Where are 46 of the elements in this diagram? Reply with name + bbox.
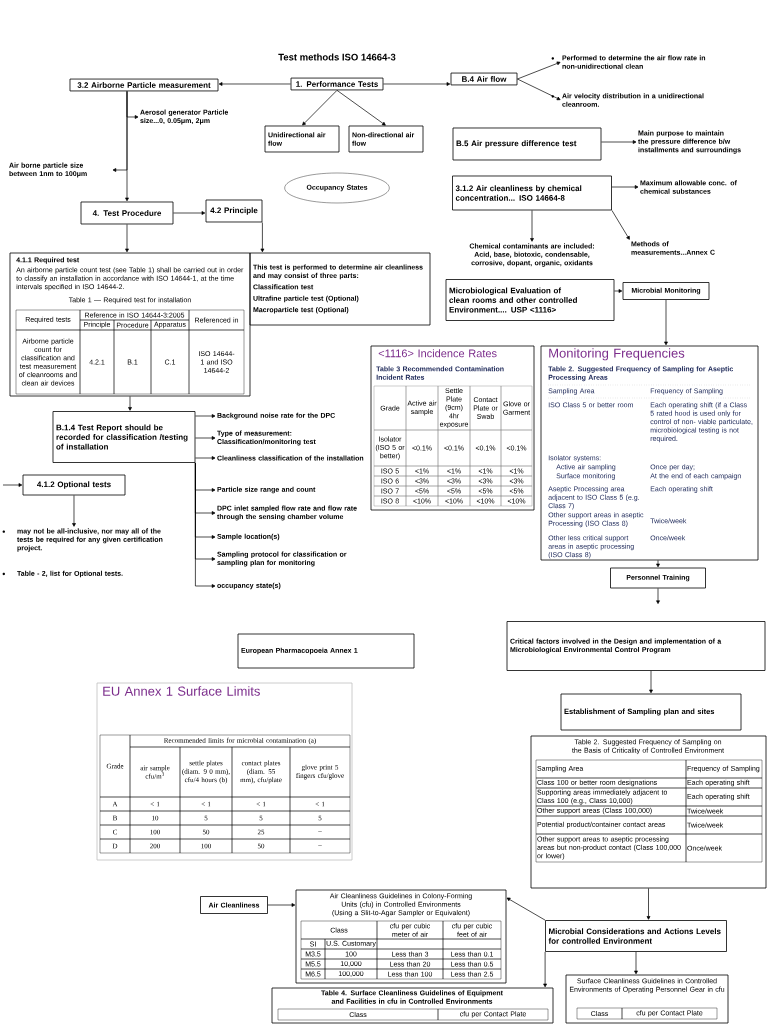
arrow xyxy=(664,299,668,346)
arrow xyxy=(649,670,653,694)
arrow xyxy=(517,61,561,80)
arrow xyxy=(128,396,132,411)
arrow xyxy=(302,90,338,126)
arrow xyxy=(267,903,296,907)
arrow xyxy=(2,483,23,487)
process-box: 4.1.2 Optional tests xyxy=(22,474,126,496)
process-box: 3.2 Airborne Particle measurement xyxy=(69,78,219,92)
arrow xyxy=(506,897,546,921)
slide-title: EU Annex 1 Surface Limits xyxy=(103,686,260,696)
process-box: 4. Test Procedure xyxy=(80,201,174,225)
slide-title: <1116> Incidence Rates xyxy=(378,349,497,358)
arrow xyxy=(72,495,76,527)
process-box: 4.2 Principle xyxy=(205,199,263,223)
arrow xyxy=(611,185,639,189)
arrow xyxy=(656,560,660,568)
arrow xyxy=(611,210,630,240)
process-box: Microbiological Evaluation of clean rooms and other controlled Environment.... USP <1116> xyxy=(445,279,615,321)
arrow xyxy=(260,222,265,253)
arrow xyxy=(195,414,216,418)
process-box: Microbial Considerations and Actions Levels for controlled Environment xyxy=(545,920,727,952)
arrow xyxy=(383,82,451,86)
process-box: B.1.4 Test Report should be recorded for classification /testing of installation xyxy=(52,411,196,463)
arrow xyxy=(195,436,216,440)
process-box: 1. Performance Tests xyxy=(290,77,384,91)
arrow xyxy=(634,951,638,975)
arrow xyxy=(218,82,291,86)
arrow xyxy=(656,588,660,604)
process-box: B.5 Air pressure difference test xyxy=(452,127,602,161)
arrow xyxy=(530,210,534,242)
arrow xyxy=(646,888,651,920)
arrow xyxy=(614,289,623,293)
slide-title: Monitoring Frequencies xyxy=(549,348,685,361)
process-box: B.4 Air flow xyxy=(450,72,518,86)
diagram-title: Test methods ISO 14664-3 xyxy=(278,53,396,61)
arrow xyxy=(336,90,386,126)
arrow xyxy=(601,140,637,144)
arrow xyxy=(173,211,206,215)
arrow xyxy=(125,224,129,253)
arrow xyxy=(125,91,129,202)
arrow xyxy=(195,462,216,588)
arrow xyxy=(543,951,547,988)
process-box: 3.1.2 Air cleanliness by chemical concentration... ISO 14664-8 xyxy=(452,175,612,211)
arrow xyxy=(517,78,561,101)
arrow xyxy=(195,456,216,460)
